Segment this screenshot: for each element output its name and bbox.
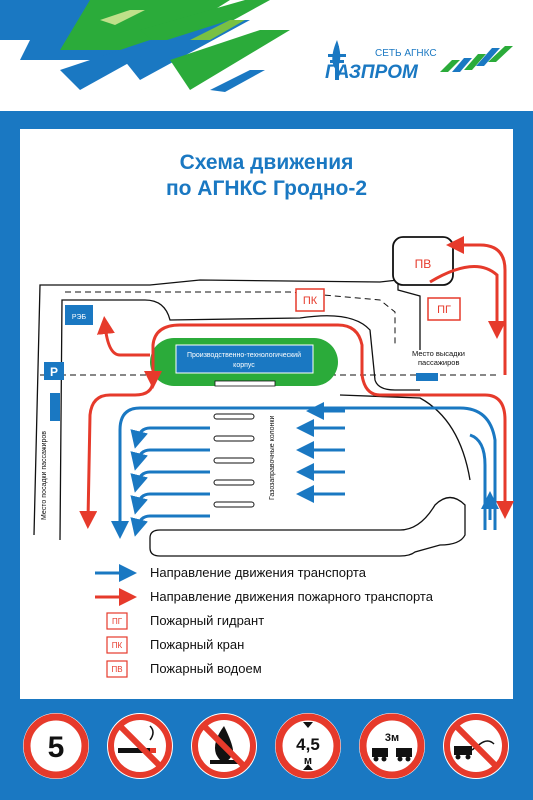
building: [175, 344, 314, 374]
header-decoration: СЕТЬ АГНКС ГАЗПРОМ: [0, 0, 513, 92]
page-title: Схема движения по АГНКС Гродно-2: [0, 150, 533, 202]
reb-label: РЭБ: [72, 314, 87, 321]
fire-tap-box: [295, 288, 325, 312]
no-towing-sign: [443, 713, 509, 779]
site-boundaries: [33, 250, 471, 557]
title-line-2: по АГНКС Гродно-2: [165, 177, 368, 200]
legend-pv-box: [106, 660, 128, 678]
transport-routes: [111, 402, 499, 539]
no-smoking-sign: [107, 713, 173, 779]
columns-label: Газозаправочные колонки: [269, 416, 276, 500]
legend-item-hydrant: Пожарный гидрант: [150, 613, 265, 628]
parking-label: P: [50, 365, 58, 379]
height-limit-value: 4,5: [296, 735, 320, 754]
brand-network: СЕТЬ АГНКС: [375, 48, 437, 59]
pickup-stop: [50, 393, 60, 421]
height-limit-sign: 4,5 м: [275, 713, 341, 779]
legend-pk-text: ПК: [112, 641, 123, 650]
legend-pv-text: ПВ: [111, 665, 122, 674]
fire-hydrant-box: [427, 297, 461, 321]
fire-reservoir-box: [392, 236, 454, 286]
distance-value: 3м: [385, 732, 399, 744]
pickup-label: Место посадки пассажиров: [41, 431, 48, 520]
pv-label: ПВ: [415, 257, 432, 271]
reb-box: [65, 305, 93, 325]
speed-limit-sign: 5: [23, 713, 89, 779]
pk-label: ПК: [303, 295, 318, 307]
fuel-islands: [213, 413, 255, 508]
legend-pk-box: [106, 636, 128, 654]
building-entrance: [214, 380, 276, 387]
legend-item-transport: Направление движения транспорта: [150, 565, 366, 580]
green-blue-stripes: [0, 0, 290, 92]
fire-routes: [79, 236, 514, 529]
min-distance-sign: 3м: [359, 713, 425, 779]
legend-item-fire-transport: Направление движения пожарного транспорт…: [150, 589, 433, 604]
prohibition-signs: 5 4,5 м: [23, 713, 509, 779]
pg-label: ПГ: [437, 304, 451, 316]
legend-item-reservoir: Пожарный водоем: [150, 661, 262, 676]
legend-pg-text: ПГ: [112, 617, 123, 626]
title-line-1: Схема движения: [179, 151, 354, 174]
gazprom-logo: [328, 40, 346, 80]
parking-sign: [44, 362, 64, 380]
legend-pg-box: [106, 612, 128, 630]
content-panel: [20, 129, 513, 699]
legend-item-fire-tap: Пожарный кран: [150, 637, 245, 652]
brand-company: ГАЗПРОМ: [325, 62, 419, 83]
dropoff-stop: [416, 373, 438, 381]
checkered-flag: [440, 46, 513, 72]
legend-symbols: ПГ ПК ПВ: [95, 564, 137, 678]
height-limit-unit: м: [304, 755, 312, 767]
speed-limit-value: 5: [48, 731, 65, 764]
no-open-fire-sign: [191, 713, 257, 779]
